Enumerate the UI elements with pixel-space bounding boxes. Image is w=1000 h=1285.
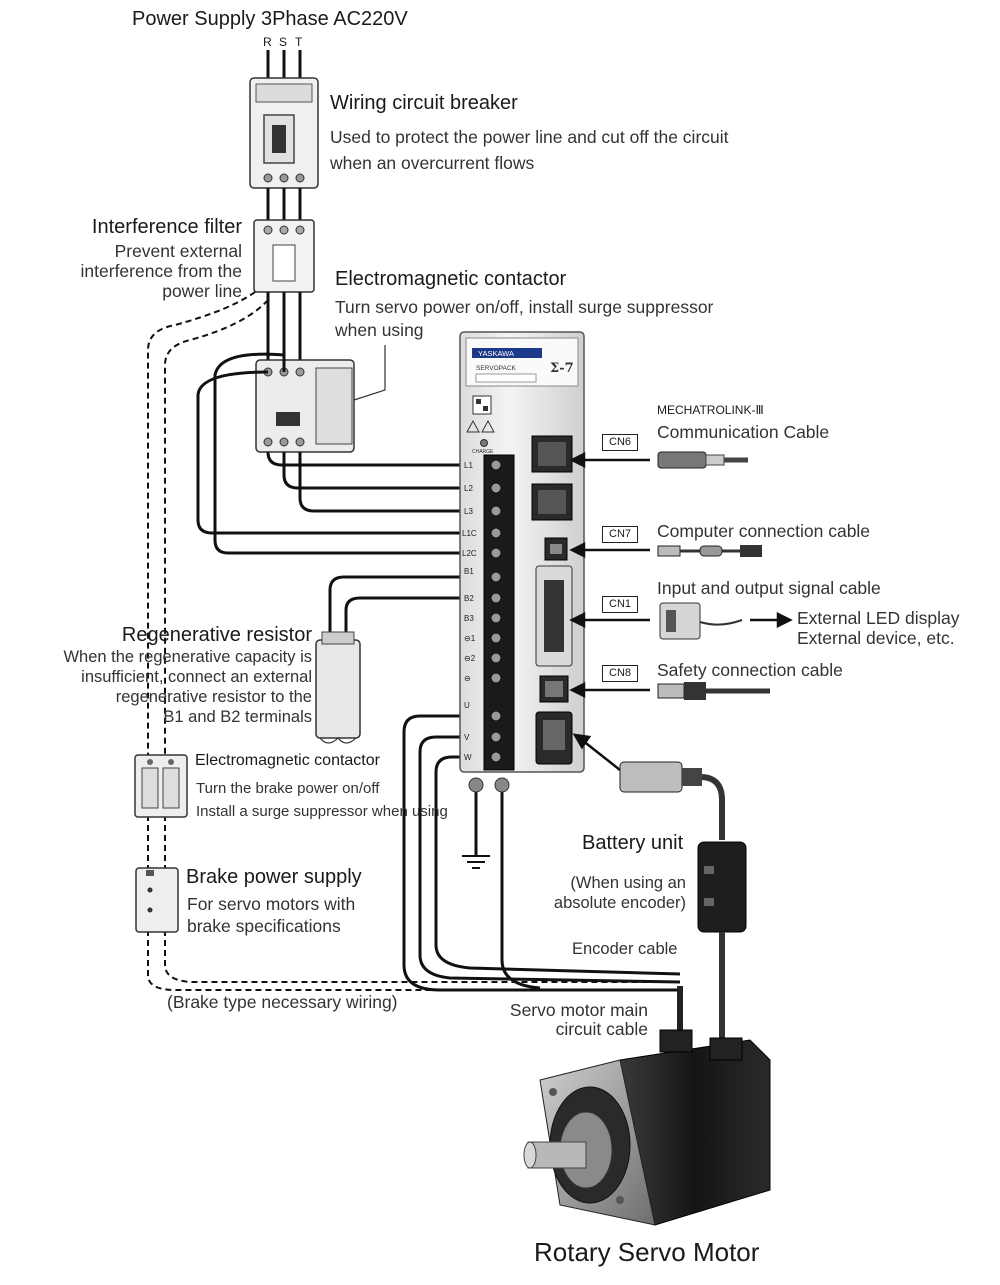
em-contactor-brake-title: Electromagnetic contactor xyxy=(195,752,380,769)
servo-motor xyxy=(523,1029,771,1226)
power-supply-title: Power Supply 3Phase AC220V xyxy=(132,8,408,30)
em-contactor-brake-device xyxy=(134,754,188,818)
battery-unit-title: Battery unit xyxy=(582,832,684,854)
em-contactor-main-desc-2: when using xyxy=(335,320,424,340)
terminal-label: ⊖ xyxy=(464,674,471,683)
servopack-terminals: L1 L2 L3 L1C L2C B1 B2 B3 ⊖1 ⊖2 ⊖ U V W xyxy=(462,459,502,763)
servopack-series-mark: Σ-7 xyxy=(550,361,574,376)
cn1-title: Input and output signal cable xyxy=(657,578,881,598)
cn1-target-2: External device, etc. xyxy=(797,628,955,648)
cn6-cable-plug xyxy=(657,451,748,469)
cn1-cable-plug xyxy=(659,602,743,640)
em-contactor-main-desc-1: Turn servo power on/off, install surge s… xyxy=(335,297,714,317)
servopack-body: YASKAWA SERVOPACK Σ-7 CHARGE xyxy=(459,331,585,793)
interference-filter-title: Interference filter xyxy=(91,216,242,238)
cn8-cable-plug xyxy=(657,682,770,700)
servopack-model-label: SERVOPACK xyxy=(476,365,517,372)
interference-filter-desc-3: power line xyxy=(162,281,242,301)
servopack-brand: YASKAWA xyxy=(478,349,514,358)
terminal-label: V xyxy=(464,733,470,742)
brake-wiring-note: (Brake type necessary wiring) xyxy=(167,992,398,1012)
regenerative-resistor-desc-4: B1 and B2 terminals xyxy=(163,708,312,726)
phase-label-r: R xyxy=(263,35,272,49)
encoder-cable-plug xyxy=(619,761,725,840)
em-contactor-main-title: Electromagnetic contactor xyxy=(335,268,567,290)
circuit-breaker-desc-1: Used to protect the power line and cut o… xyxy=(330,127,729,147)
battery-unit-desc-2: absolute encoder) xyxy=(553,894,686,912)
cn8-tag: CN8 xyxy=(602,665,639,682)
phase-label-s: S xyxy=(279,35,288,49)
regenerative-resistor-desc-1: When the regenerative capacity is xyxy=(63,648,312,666)
brake-power-supply-device xyxy=(135,867,179,933)
interference-filter-desc-1: Prevent external xyxy=(114,241,242,261)
main-circuit-cable-label-1: Servo motor main xyxy=(509,1000,648,1020)
interference-filter-desc-2: interference from the xyxy=(80,261,242,281)
cn1-target-1: External LED display xyxy=(797,608,960,628)
terminal-label: ⊖2 xyxy=(464,654,476,663)
terminal-label: L1 xyxy=(464,461,473,470)
terminal-label: B2 xyxy=(464,594,474,603)
power-input-lines xyxy=(266,50,302,80)
circuit-breaker-desc-2: when an overcurrent flows xyxy=(330,153,535,173)
battery-unit-desc-1: (When using an xyxy=(570,874,686,892)
cn1-tag: CN1 xyxy=(602,596,639,613)
brake-wiring-dashed xyxy=(147,291,650,991)
terminal-label: ⊖1 xyxy=(464,634,476,643)
regenerative-resistor-desc-2: insufficient, connect an external xyxy=(81,668,312,686)
em-contactor-brake-desc-1: Turn the brake power on/off xyxy=(196,780,380,797)
terminal-label: B3 xyxy=(464,614,474,623)
brake-power-supply-desc-2: brake specifications xyxy=(187,916,341,936)
cn7-cable-plug xyxy=(657,545,762,557)
phase-label-t: T xyxy=(295,35,303,49)
terminal-label: U xyxy=(464,701,470,710)
terminal-label: L3 xyxy=(464,507,473,516)
em-contactor-main-device xyxy=(255,345,386,453)
main-power-wiring xyxy=(196,352,681,992)
terminal-label: W xyxy=(464,753,472,762)
terminal-label: L2 xyxy=(464,484,473,493)
ground-symbol xyxy=(462,855,490,869)
charge-label: CHARGE xyxy=(472,449,494,455)
cn6-title-small: MECHATROLINK-Ⅲ xyxy=(657,403,764,417)
battery-unit-device xyxy=(697,841,747,1040)
cn7-tag: CN7 xyxy=(602,526,639,543)
circuit-breaker-device xyxy=(249,77,319,189)
terminal-label: B1 xyxy=(464,567,474,576)
cn6-title: Communication Cable xyxy=(657,422,830,442)
regenerative-resistor-desc-3: regenerative resistor to the xyxy=(115,688,312,706)
interference-filter-device xyxy=(253,219,315,293)
terminal-label: L2C xyxy=(462,549,477,558)
cn7-title: Computer connection cable xyxy=(657,521,871,541)
main-circuit-cable-label-2: circuit cable xyxy=(555,1019,648,1039)
cn6-tag: CN6 xyxy=(602,434,639,451)
cn8-title: Safety connection cable xyxy=(657,660,843,680)
connector-arrows xyxy=(569,451,793,771)
circuit-breaker-title: Wiring circuit breaker xyxy=(330,92,518,114)
terminal-label: L1C xyxy=(462,529,477,538)
regenerative-resistor-title: Regenerative resistor xyxy=(121,624,312,646)
brake-power-supply-title: Brake power supply xyxy=(186,866,362,888)
regenerative-resistor-device xyxy=(315,631,361,744)
motor-caption: Rotary Servo Motor xyxy=(534,1237,760,1267)
encoder-cable-label: Encoder cable xyxy=(572,940,678,958)
brake-power-supply-desc-1: For servo motors with xyxy=(187,894,356,914)
em-contactor-brake-desc-2: Install a surge suppressor when using xyxy=(196,803,448,820)
